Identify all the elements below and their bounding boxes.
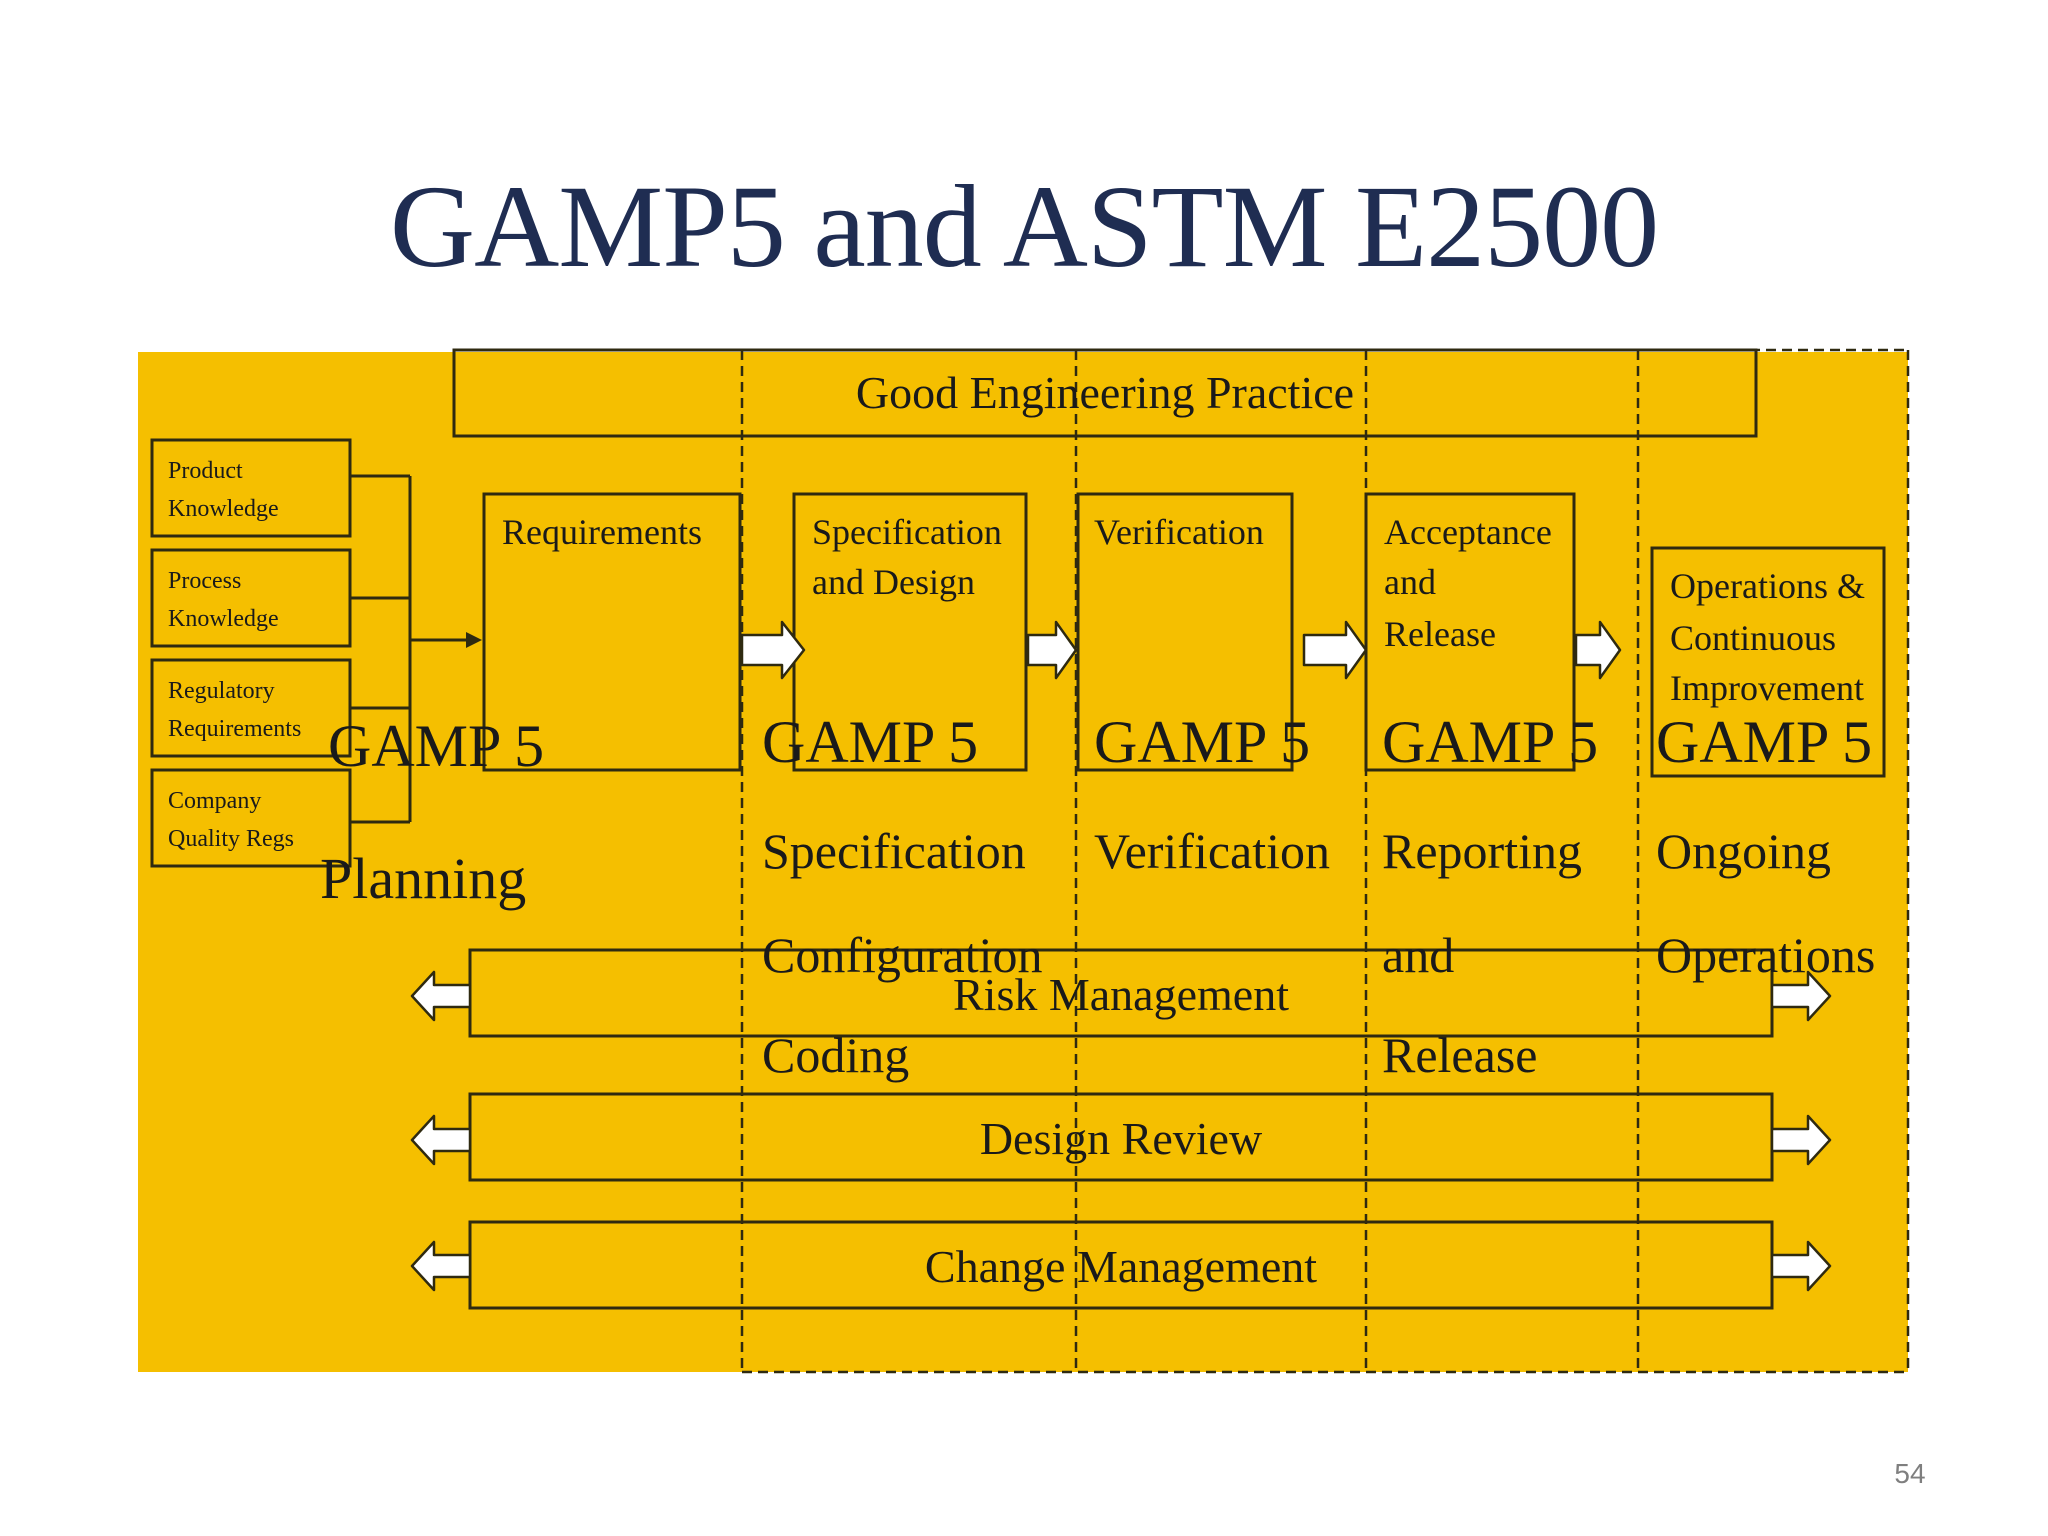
good-engineering-practice-label: Good Engineering Practice: [856, 367, 1354, 418]
gamp-coding: Coding: [762, 1027, 909, 1083]
gamp-label-planning: GAMP 5: [328, 713, 544, 779]
phase-spec-line1: Specification: [812, 512, 1002, 552]
input-product-line2: Knowledge: [168, 496, 279, 522]
design-review-label: Design Review: [980, 1113, 1263, 1164]
connector-arrowhead-icon: [466, 632, 482, 648]
gamp-operations: Operations: [1656, 927, 1875, 983]
input-connector: [350, 474, 470, 824]
input-regulatory-line2: Requirements: [168, 716, 301, 742]
phase-acceptance-line1: Acceptance: [1384, 512, 1552, 552]
left-arrow-icon: [410, 1240, 472, 1292]
slide-number: 54: [1894, 1458, 1926, 1489]
phase-acceptance-line2: and: [1384, 562, 1436, 602]
phase-operations-line2: Continuous: [1670, 618, 1836, 658]
gamp-specification: Specification: [762, 823, 1026, 879]
gamp-configuration: Configuration: [762, 927, 1043, 983]
gamp-label-reporting: GAMP 5: [1382, 709, 1598, 775]
gamp-planning: Planning: [320, 846, 526, 911]
gamp-verification: Verification: [1094, 823, 1330, 879]
gamp-ongoing: Ongoing: [1656, 823, 1831, 879]
right-arrow-icon: [1770, 1114, 1832, 1166]
flow-arrow-icon: [1302, 620, 1368, 680]
flow-arrow-icon: [1574, 620, 1622, 680]
phase-acceptance-line3: Release: [1384, 614, 1496, 654]
diagram-background: [138, 352, 1908, 1372]
phase-operations-line1: Operations &: [1670, 566, 1865, 606]
input-regulatory-line1: Regulatory: [168, 678, 275, 704]
right-arrow-icon: [1770, 970, 1832, 1022]
left-arrow-icon: [410, 970, 472, 1022]
input-process-line2: Knowledge: [168, 606, 279, 632]
input-company-line1: Company: [168, 788, 261, 814]
left-arrow-icon: [410, 1114, 472, 1166]
phase-verification-label: Verification: [1094, 512, 1264, 552]
change-management-label: Change Management: [925, 1241, 1317, 1292]
input-process-line1: Process: [168, 568, 241, 594]
phase-spec-line2: and Design: [812, 562, 975, 602]
gamp-label-operations: GAMP 5: [1656, 709, 1872, 775]
bar-arrows: [410, 970, 1832, 1292]
phase-requirements-label: Requirements: [502, 512, 702, 552]
right-arrow-icon: [1770, 1240, 1832, 1292]
gamp-reporting: Reporting: [1382, 823, 1582, 879]
flow-arrow-icon: [740, 620, 806, 680]
phase-operations-line3: Improvement: [1670, 668, 1864, 708]
gamp-and: and: [1382, 927, 1454, 983]
gamp-label-specification: GAMP 5: [762, 709, 978, 775]
good-engineering-practice-box: [452, 348, 1758, 438]
input-company-line2: Quality Regs: [168, 826, 294, 852]
gamp-label-verification: GAMP 5: [1094, 709, 1310, 775]
input-product-line1: Product: [168, 458, 243, 484]
slide-title: GAMP5 and ASTM E2500: [389, 161, 1659, 292]
flow-arrows: [740, 620, 1622, 680]
flow-arrow-icon: [1026, 620, 1078, 680]
phase-boxes: [482, 492, 1886, 778]
risk-management-label: Risk Management: [953, 969, 1289, 1020]
gamp-release: Release: [1382, 1027, 1537, 1083]
